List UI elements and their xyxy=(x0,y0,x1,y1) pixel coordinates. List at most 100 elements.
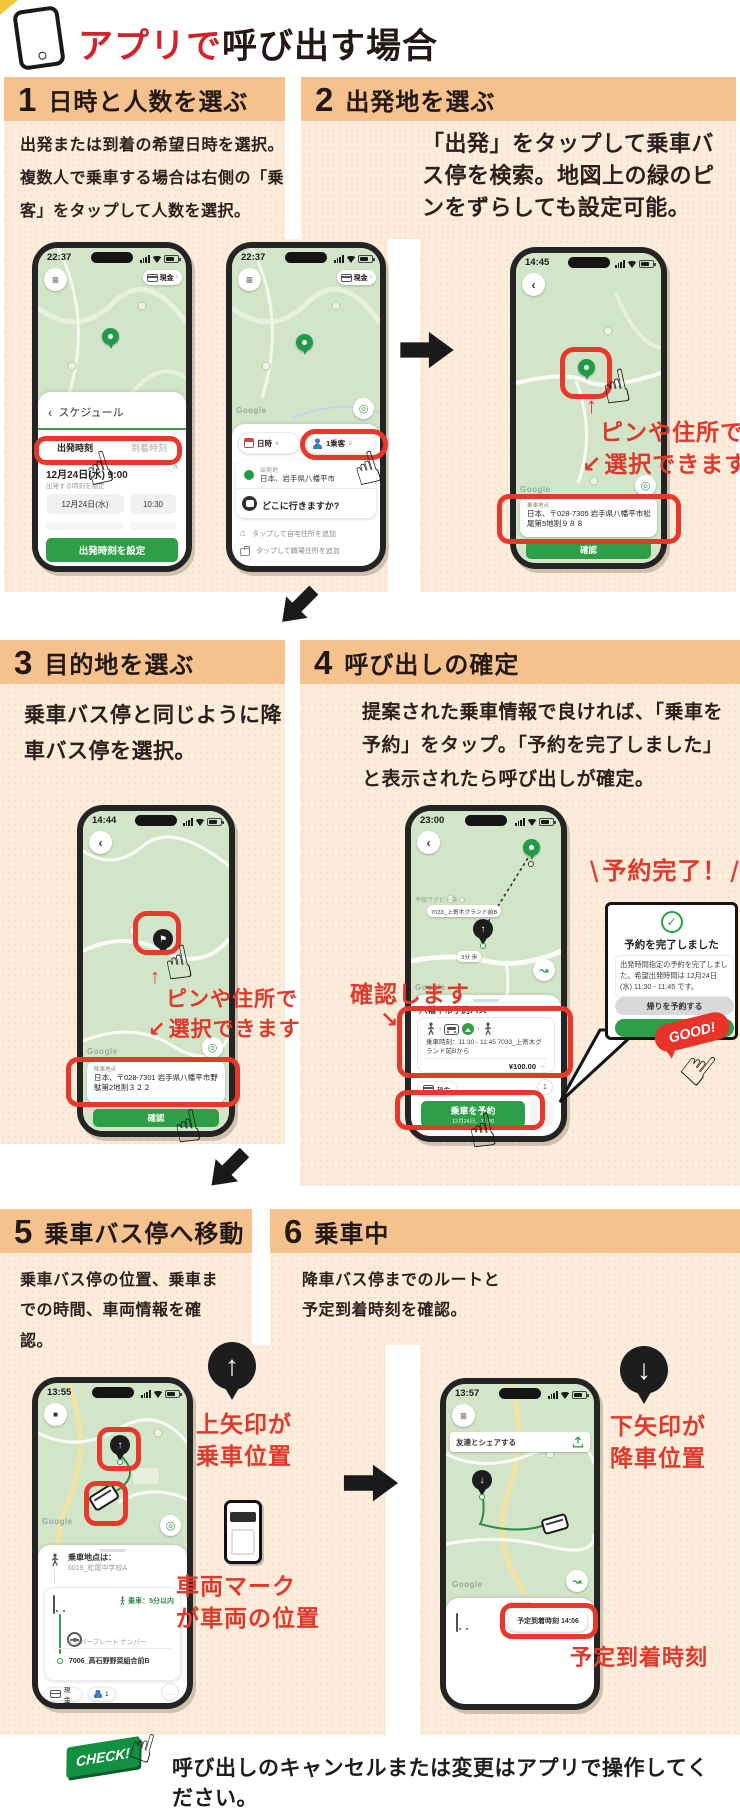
route-button[interactable]: ↝ xyxy=(533,959,555,981)
pin-note-line2: 選択できます xyxy=(168,1018,301,1041)
share-icon xyxy=(572,1436,584,1448)
walker-icon xyxy=(50,1553,60,1567)
more-options-button[interactable]: … xyxy=(161,1683,179,1701)
origin-value[interactable]: 日本、岩手県八幡平市 xyxy=(260,474,335,483)
pin-note-line2-row: ↙選択できます xyxy=(148,1018,301,1041)
origin-dot-icon xyxy=(244,470,254,480)
caret-up-icon[interactable]: ^ xyxy=(173,464,178,475)
booked-note: \ 予約完了！ / xyxy=(590,856,740,889)
phone-1a: 22:37 ≡ 現金 › ‹ スケジュール 出発時刻 到着時刻 12月24日(水… xyxy=(32,242,192,572)
menu-button[interactable]: ≡ xyxy=(44,268,67,291)
map-watermark: Google xyxy=(236,406,267,415)
payment-label: 現金 xyxy=(64,1687,71,1703)
route-button[interactable]: ↝ xyxy=(566,1570,588,1592)
step6-number: 6 xyxy=(284,1212,303,1250)
divider xyxy=(38,428,186,430)
phone-6: ↓ ↝ 13:57 ≡ 友達とシェアする Google 予定到着時刻 14:06 xyxy=(440,1378,600,1710)
red-down-left-arrow: ↙ xyxy=(582,451,603,477)
step4-title: 呼び出しの確定 xyxy=(344,651,520,679)
datetime-chip[interactable]: 日時 ∨ xyxy=(238,432,300,454)
vehicle-card: 乗車：5分以内 ナンバープレート ナンバー 7006_高石野野菜組合前B xyxy=(44,1587,181,1681)
red-down-right-arrow: ↘ xyxy=(380,1007,400,1032)
faded-time-row xyxy=(130,522,176,530)
sheet-handle xyxy=(507,1602,533,1605)
origin-card: 出発地 日本、岩手県八幡平市 どこに行きますか? xyxy=(236,460,376,518)
back-button[interactable]: ‹ xyxy=(522,273,545,296)
status-icons xyxy=(333,255,375,263)
route-start-dot xyxy=(480,943,486,949)
right-arrow-icon: → xyxy=(539,1063,546,1070)
red-up-arrow: ↑ xyxy=(586,393,598,418)
up-arrow-icon: ↑ xyxy=(117,1439,123,1451)
step6-body-top xyxy=(270,1253,740,1345)
status-time: 14:45 xyxy=(525,257,550,268)
destination-prompt[interactable]: どこに行きますか? xyxy=(262,501,340,511)
locate-button[interactable]: ◎ xyxy=(635,475,656,496)
ride-status-sheet: 乗車地点は： 6019_松尾中学校A 乗車：5分以内 ナンバープレート ナンバー xyxy=(38,1545,187,1703)
bus-circle-icon xyxy=(242,496,257,511)
step6-title: 乗車中 xyxy=(314,1220,390,1248)
step6-description: 降車バス停までのルートと予定到着時刻を確認。 xyxy=(302,1272,501,1320)
payment-chip[interactable]: 現金 › xyxy=(142,270,182,285)
battery-icon xyxy=(164,255,181,263)
time-picker-pill[interactable]: 10:30 xyxy=(130,494,176,514)
pickup-point-label: 乗車地点は： xyxy=(68,1553,116,1562)
tab-arrival-time[interactable]: 到着時刻 xyxy=(130,442,167,453)
step4-header: 4 呼び出しの確定 xyxy=(300,640,740,684)
dropoff-address: 日本、〒028-7301 岩手県八幡平市野駄第2地割３２２ xyxy=(94,1073,218,1093)
smartphone-icon xyxy=(12,5,66,71)
status-icons xyxy=(139,255,181,263)
confirm-button[interactable]: 確認 xyxy=(526,541,651,559)
payment-chip-label: 現金 xyxy=(159,274,174,282)
passenger-chip[interactable]: 1 xyxy=(88,1687,116,1701)
book-ride-button[interactable]: 乗車を予約 12月24日、11:30 xyxy=(421,1101,525,1127)
add-home-row[interactable]: ⌂ タップして自宅住所を追加 xyxy=(240,528,336,539)
date-picker-pill[interactable]: 12月24日(水) xyxy=(46,494,124,514)
locate-button[interactable]: ◎ xyxy=(353,398,374,419)
book-return-button[interactable]: 帰りを予約する xyxy=(615,997,734,1015)
battery-icon xyxy=(639,260,656,268)
menu-button[interactable]: ≡ xyxy=(238,268,261,291)
phone-5-screen: ↑ ◎ 13:55 ■ Google 乗車地点は： 6019_松尾中学校A xyxy=(38,1383,187,1703)
step1-number: 1 xyxy=(18,80,37,118)
payment-chip[interactable]: 現金 xyxy=(417,1081,457,1096)
faded-date-row xyxy=(46,522,124,530)
card-icon xyxy=(340,273,352,282)
phone-3: ⚑ 14:44 ‹ ◎ Google 降車地点 日本、〒028-7301 岩手県… xyxy=(77,805,235,1137)
status-time: 14:44 xyxy=(92,815,117,826)
back-button[interactable]: ‹ xyxy=(417,831,440,854)
up-arrow-icon: ↑ xyxy=(480,923,486,935)
sheet-handle xyxy=(99,1549,126,1552)
set-departure-time-button[interactable]: 出発時刻を設定 xyxy=(46,538,178,562)
locate-button[interactable]: ◎ xyxy=(202,1037,223,1058)
stop-button[interactable]: ■ xyxy=(44,1403,67,1426)
ride-info: 乗車時刻：11:30 - 11:45 7033_上寄木グランド前Bから xyxy=(426,1039,542,1056)
locate-button[interactable]: ◎ xyxy=(160,1515,181,1536)
dialog-tail xyxy=(558,1028,642,1104)
sheet-title: スケジュール xyxy=(58,407,124,419)
time-tabs: 出発時刻 到着時刻 xyxy=(38,436,186,458)
add-work-row[interactable]: タップして職場住所を追加 xyxy=(240,546,340,556)
tab-departure-time[interactable]: 出発時刻 xyxy=(56,442,93,453)
add-work-label: タップして職場住所を追加 xyxy=(256,548,340,555)
share-bar[interactable]: 友達とシェアする xyxy=(450,1432,590,1452)
back-icon[interactable]: ‹ xyxy=(48,404,53,420)
home-icon: ⌂ xyxy=(240,528,247,539)
vehicle-note-line2: が車両の位置 xyxy=(176,1605,320,1631)
fare: ¥100.00 xyxy=(508,1062,536,1071)
status-time: 22:37 xyxy=(241,252,266,263)
dialog-title: 予約を完了しました xyxy=(624,939,719,951)
corner-decoration xyxy=(0,0,18,15)
pickup-stop-pin-icon: ↑ xyxy=(473,919,493,945)
payment-chip[interactable]: 現金 xyxy=(44,1687,82,1703)
back-button[interactable]: ‹ xyxy=(89,831,112,854)
card-icon xyxy=(146,273,158,282)
notch xyxy=(135,815,177,826)
payment-chip[interactable]: 現金 › xyxy=(336,270,376,285)
datetime-chip-label: 日時 xyxy=(257,438,272,448)
phone-1b-screen: 22:37 ≡ 現金 › ◎ Google 日時 ∨ 1乗客 ∨ xyxy=(232,248,380,566)
menu-button[interactable]: ≡ xyxy=(452,1404,475,1427)
ride-proposal-card[interactable]: › › 乗車時刻：11:30 - 11:45 7033_上寄木グランド前Bから … xyxy=(417,1017,555,1073)
confirm-button[interactable]: 確認 xyxy=(93,1109,219,1127)
notch xyxy=(91,252,133,263)
